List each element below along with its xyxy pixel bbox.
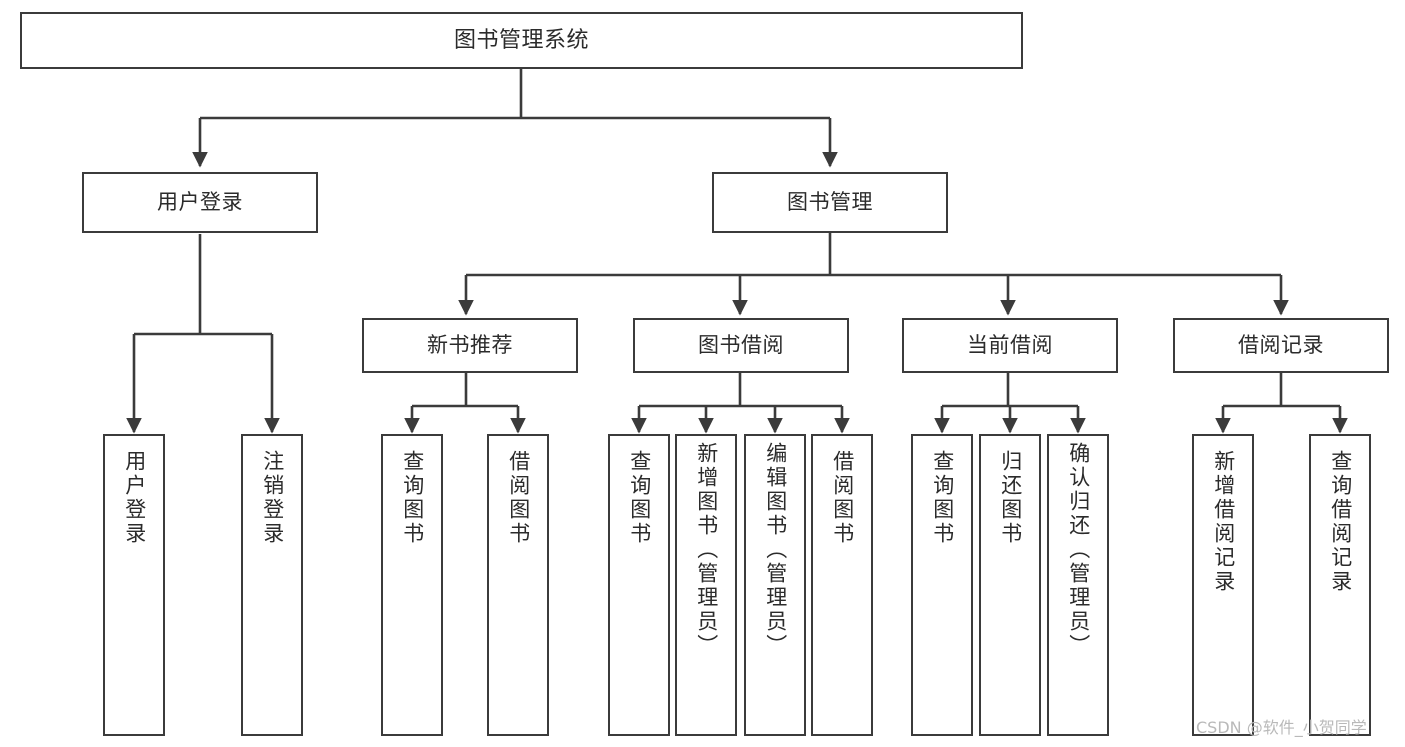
leaf-confirm-return[interactable]: 确认归还（管理员） [1047,434,1109,736]
node-borrow-record-label: 借阅记录 [1238,333,1324,358]
node-root-label: 图书管理系统 [453,27,589,53]
node-user-login[interactable]: 用户登录 [82,172,318,233]
leaf-add-book-label: 新增图书（管理员） [694,442,719,658]
node-new-book-recommend-label: 新书推荐 [427,333,513,358]
leaf-query-book-1[interactable]: 查询图书 [381,434,443,736]
node-borrow-record[interactable]: 借阅记录 [1173,318,1389,373]
node-root[interactable]: 图书管理系统 [20,12,1023,69]
leaf-query-book-3[interactable]: 查询图书 [911,434,973,736]
leaf-user-logout-label: 注销登录 [260,450,285,546]
leaf-borrow-book-1-label: 借阅图书 [506,450,531,546]
leaf-add-book[interactable]: 新增图书（管理员） [675,434,737,736]
leaf-query-record-label: 查询借阅记录 [1328,450,1353,594]
node-user-login-label: 用户登录 [157,190,243,215]
leaf-borrow-book-2-label: 借阅图书 [830,450,855,546]
leaf-return-book-label: 归还图书 [998,450,1023,546]
leaf-user-logout[interactable]: 注销登录 [241,434,303,736]
node-book-borrow[interactable]: 图书借阅 [633,318,849,373]
leaf-query-book-2[interactable]: 查询图书 [608,434,670,736]
leaf-query-book-1-label: 查询图书 [400,450,425,546]
node-new-book-recommend[interactable]: 新书推荐 [362,318,578,373]
leaf-user-login-label: 用户登录 [122,450,147,546]
leaf-edit-book-label: 编辑图书（管理员） [763,442,788,658]
leaf-add-record[interactable]: 新增借阅记录 [1192,434,1254,736]
node-current-borrow[interactable]: 当前借阅 [902,318,1118,373]
leaf-return-book[interactable]: 归还图书 [979,434,1041,736]
node-current-borrow-label: 当前借阅 [967,333,1053,358]
csdn-watermark: CSDN @软件_小贺同学 [1196,718,1367,737]
leaf-query-book-2-label: 查询图书 [627,450,652,546]
node-book-manage[interactable]: 图书管理 [712,172,948,233]
node-book-borrow-label: 图书借阅 [698,333,784,358]
leaf-add-record-label: 新增借阅记录 [1211,450,1236,594]
leaf-confirm-return-label: 确认归还（管理员） [1066,442,1091,658]
leaf-edit-book[interactable]: 编辑图书（管理员） [744,434,806,736]
node-book-manage-label: 图书管理 [787,190,873,215]
leaf-query-book-3-label: 查询图书 [930,450,955,546]
leaf-borrow-book-1[interactable]: 借阅图书 [487,434,549,736]
leaf-query-record[interactable]: 查询借阅记录 [1309,434,1371,736]
leaf-borrow-book-2[interactable]: 借阅图书 [811,434,873,736]
leaf-user-login[interactable]: 用户登录 [103,434,165,736]
